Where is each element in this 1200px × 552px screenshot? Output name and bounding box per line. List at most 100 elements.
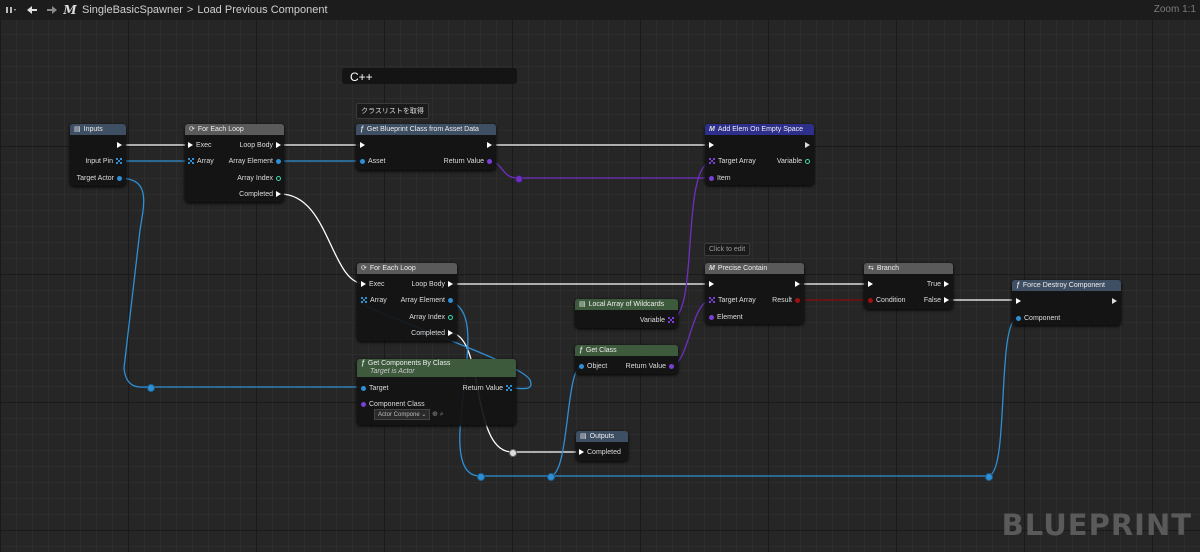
array-pin[interactable]: Array bbox=[188, 156, 214, 166]
loop-body-pin[interactable]: Loop Body bbox=[412, 279, 453, 289]
pin-label: Array bbox=[370, 296, 387, 304]
class-wire bbox=[669, 161, 713, 321]
target-actor-pin[interactable]: Target Actor bbox=[77, 173, 122, 183]
input-pin[interactable]: Input Pin bbox=[85, 156, 122, 166]
for-each-loop-node[interactable]: ⟳For Each Loop Exec Array Loop Body Arra… bbox=[185, 124, 284, 202]
pin-label: Object bbox=[587, 362, 608, 370]
condition-pin[interactable]: Condition bbox=[868, 295, 906, 305]
component-class-pin[interactable]: Component Class bbox=[361, 399, 425, 409]
variable-pin[interactable]: Variable bbox=[640, 315, 674, 325]
target-pin[interactable]: Target bbox=[361, 383, 388, 393]
component-class-dropdown[interactable]: Actor Compone ⌄ bbox=[374, 409, 431, 420]
list-icon: ▤ bbox=[74, 126, 81, 133]
object-pin[interactable]: Object bbox=[579, 361, 607, 371]
exec-in-pin[interactable] bbox=[868, 279, 873, 289]
node-header: ⟳For Each Loop bbox=[185, 124, 284, 135]
pin-label: True bbox=[926, 280, 941, 288]
pin-label: Completed bbox=[239, 190, 273, 198]
exec-in-pin[interactable] bbox=[709, 140, 714, 150]
loop-body-pin[interactable]: Loop Body bbox=[240, 140, 281, 150]
false-pin[interactable]: False bbox=[924, 295, 949, 305]
reroute-knot[interactable] bbox=[509, 449, 517, 457]
for-each-loop-node[interactable]: ⟳For Each Loop Exec Array Loop Body Arra… bbox=[357, 263, 457, 341]
completed-pin[interactable]: Completed bbox=[579, 447, 621, 457]
exec-in-pin[interactable] bbox=[709, 279, 714, 289]
comment-bubble-text: クラスリストを取得 bbox=[361, 108, 424, 115]
pin-label: Return Value bbox=[443, 157, 484, 165]
breadcrumb-graph[interactable]: SingleBasicSpawner bbox=[82, 4, 183, 16]
array-index-pin[interactable]: Array Index bbox=[237, 173, 281, 183]
node-header: ▤Local Array of Wildcards bbox=[575, 299, 678, 310]
true-pin[interactable]: True bbox=[927, 279, 949, 289]
node-title: For Each Loop bbox=[369, 265, 416, 272]
array-index-pin[interactable]: Array Index bbox=[409, 312, 453, 322]
variable-pin[interactable]: Variable bbox=[777, 156, 810, 166]
reroute-knot[interactable] bbox=[547, 473, 555, 481]
exec-out-pin[interactable] bbox=[487, 140, 492, 150]
pin-label: Condition bbox=[876, 296, 906, 304]
comment-bubble-text: Click to edit bbox=[709, 246, 746, 253]
reroute-knot[interactable] bbox=[515, 175, 523, 183]
node-title: Force Destroy Component bbox=[1022, 282, 1105, 289]
comment-bubble[interactable]: Click to edit bbox=[704, 243, 751, 256]
exec-out-pin[interactable] bbox=[1112, 296, 1117, 306]
reroute-knot[interactable] bbox=[477, 473, 485, 481]
outputs-node[interactable]: ▤Outputs Completed bbox=[576, 431, 628, 461]
completed-pin[interactable]: Completed bbox=[239, 189, 281, 199]
array-element-pin[interactable]: Array Element bbox=[401, 295, 453, 305]
array-pin[interactable]: Array bbox=[361, 295, 387, 305]
pin-label: Component bbox=[1024, 314, 1061, 322]
arrow-right-icon[interactable] bbox=[42, 0, 62, 20]
asset-pin[interactable]: Asset bbox=[360, 156, 386, 166]
pin-label: False bbox=[923, 296, 941, 304]
array-element-pin[interactable]: Array Element bbox=[229, 156, 281, 166]
pin-label: Target Array bbox=[718, 157, 756, 165]
exec-in-pin[interactable] bbox=[360, 140, 365, 150]
result-pin[interactable]: Result bbox=[772, 295, 800, 305]
element-pin[interactable]: Element bbox=[709, 312, 743, 322]
graph-canvas[interactable] bbox=[0, 18, 1200, 552]
pin-label: Target Actor bbox=[76, 174, 114, 182]
reroute-knot[interactable] bbox=[985, 473, 993, 481]
target-array-pin[interactable]: Target Array bbox=[709, 295, 756, 305]
node-title: Precise Contain bbox=[717, 265, 768, 272]
graph-home-icon[interactable] bbox=[0, 0, 22, 20]
pin-label: Return Value bbox=[462, 384, 503, 392]
exec-out-pin[interactable] bbox=[117, 140, 122, 150]
exec-in-pin[interactable]: Exec bbox=[188, 140, 212, 150]
branch-node[interactable]: ⇆Branch Condition True False bbox=[864, 263, 953, 309]
exec-out-pin[interactable] bbox=[805, 140, 810, 150]
exec-in-pin[interactable]: Exec bbox=[361, 279, 385, 289]
comment-bubble[interactable]: クラスリストを取得 bbox=[356, 103, 429, 119]
return-value-pin[interactable]: Return Value bbox=[444, 156, 492, 166]
chevron-down-icon: ⌄ bbox=[421, 412, 427, 418]
browse-icon[interactable]: ⊕ ⌕ bbox=[432, 410, 444, 418]
pin-label: Array Index bbox=[237, 174, 273, 182]
pin-label: Target Array bbox=[718, 296, 756, 304]
macro-m-icon: M bbox=[709, 265, 715, 272]
item-pin[interactable]: Item bbox=[709, 173, 731, 183]
inputs-node[interactable]: ▤Inputs Input Pin Target Actor bbox=[70, 124, 126, 186]
reroute-knot[interactable] bbox=[147, 384, 155, 392]
component-pin[interactable]: Component bbox=[1016, 313, 1060, 323]
breadcrumb-function[interactable]: Load Previous Component bbox=[197, 4, 328, 16]
exec-in-pin[interactable] bbox=[1016, 296, 1021, 306]
exec-out-pin[interactable] bbox=[795, 279, 800, 289]
object-wire bbox=[117, 177, 362, 388]
local-array-node[interactable]: ▤Local Array of Wildcards Variable bbox=[575, 299, 678, 328]
arrow-left-icon[interactable] bbox=[22, 0, 42, 20]
return-value-pin[interactable]: Return Value bbox=[463, 383, 512, 393]
target-array-pin[interactable]: Target Array bbox=[709, 156, 756, 166]
node-title: Get Class bbox=[585, 347, 617, 354]
return-value-pin[interactable]: Return Value bbox=[626, 361, 674, 371]
pin-label: Element bbox=[717, 313, 743, 321]
completed-pin[interactable]: Completed bbox=[411, 328, 453, 338]
comment-box[interactable]: C++ bbox=[342, 68, 517, 84]
